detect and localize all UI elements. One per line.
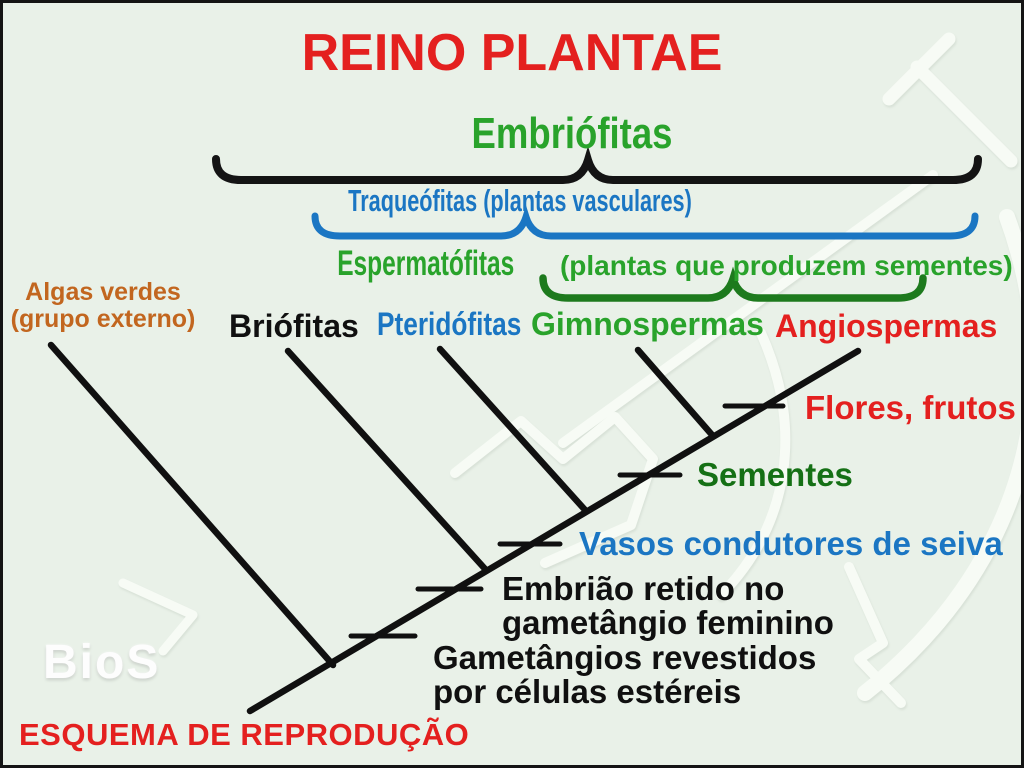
taxon-label-pteridofitas: Pteridófitas [377, 306, 522, 342]
clade-label-traqueofitas: Traqueófitas (plantas vasculares) [348, 183, 692, 218]
branch-briofitas [284, 347, 490, 574]
trait-label-sementes: Sementes [697, 456, 853, 493]
taxon-algas-qualifier: (grupo externo) [10, 305, 196, 333]
trait-label-embriao: Embrião retido no gametângio feminino [502, 570, 834, 641]
brace-embriofitas [212, 146, 982, 184]
watermark-eyepiece-tube [910, 60, 1018, 168]
taxon-label-briofitas: Briófitas [229, 308, 359, 344]
microscope-watermark-icon [118, 32, 1021, 708]
footer-caption: ESQUEMA DE REPRODUÇÃO [19, 717, 470, 752]
watermark-stage [450, 412, 658, 568]
taxon-algas-name: Algas verdes [25, 278, 181, 306]
bios-logo: BioS [43, 636, 161, 689]
clade-label-espermatofitas: Espermatófitas (plantas que produzem sem… [299, 244, 1012, 284]
watermark-inner-arc [716, 328, 791, 600]
watermark-base-bolt [844, 562, 906, 708]
watermark-knob [118, 578, 198, 656]
branch-gimnospermas [634, 346, 717, 440]
tree-branches [47, 341, 862, 715]
cladogram-tree [47, 146, 982, 715]
taxon-label-gimnospermas: Gimnospermas [531, 306, 764, 342]
page-title: REINO PLANTAE [301, 24, 723, 82]
taxon-label-angiospermas: Angiospermas [775, 308, 998, 344]
branch-backbone [246, 347, 862, 715]
trait-label-gametangios: Gametângios revestidos por células estér… [433, 639, 817, 710]
trait-ticks [348, 403, 786, 639]
clade-label-embriofitas: Embriófitas [471, 109, 673, 158]
branch-pteridofitas [436, 345, 590, 515]
brace-traqueofitas [311, 205, 979, 240]
clade-label-espermatofitas-sub: (plantas que produzem sementes) [552, 250, 1013, 281]
branch-algas-verdes [47, 341, 337, 669]
watermark-body-arc [857, 209, 1021, 701]
trait-label-vasos-condutores: Vasos condutores de seiva [579, 525, 1003, 562]
taxon-label-algas-verdes: Algas verdes (grupo externo) [11, 279, 196, 333]
clade-label-espermatofitas-main: Espermatófitas [337, 244, 515, 283]
trait-label-flores-frutos: Flores, frutos [805, 389, 1016, 426]
watermark-arm [558, 170, 938, 448]
brace-espermatofitas [539, 266, 927, 302]
